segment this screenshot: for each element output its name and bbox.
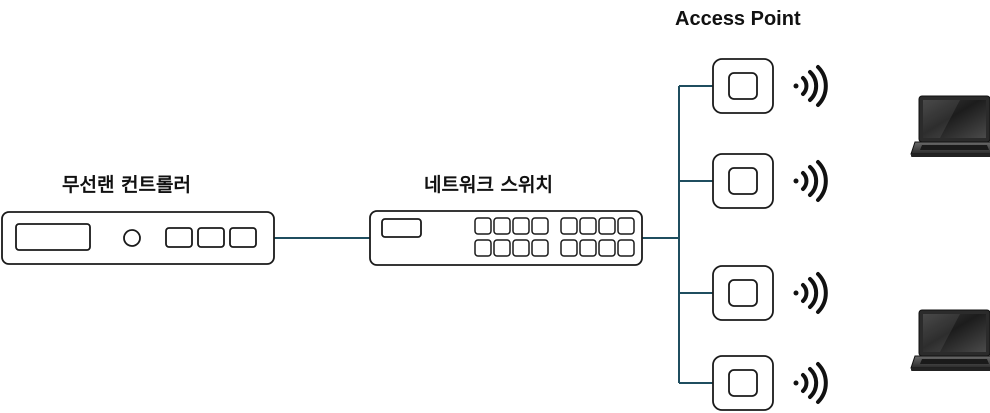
access-point [712,153,774,209]
access-point [712,58,774,114]
controller-label: 무선랜 컨트롤러 [62,174,191,196]
wifi-signal-icon [793,65,828,107]
controller-port [229,227,257,248]
wifi-signal-icon [793,362,828,404]
access-point [712,355,774,411]
switch-label: 네트워크 스위치 [424,174,553,196]
wireless-controller [1,211,275,265]
network-switch [369,210,643,266]
controller-port [197,227,225,248]
laptop-icon [910,309,990,371]
wifi-signal-icon [793,272,828,314]
controller-power-icon [123,229,141,247]
switch-port-bank-right [560,217,635,257]
switch-display [381,218,422,238]
laptop-icon [910,95,990,157]
access-point [712,265,774,321]
controller-port [165,227,193,248]
wifi-signal-icon [793,160,828,202]
links [274,85,713,384]
controller-display [15,223,91,251]
access-point-label: Access Point [675,8,801,30]
switch-port-bank-left [474,217,549,257]
